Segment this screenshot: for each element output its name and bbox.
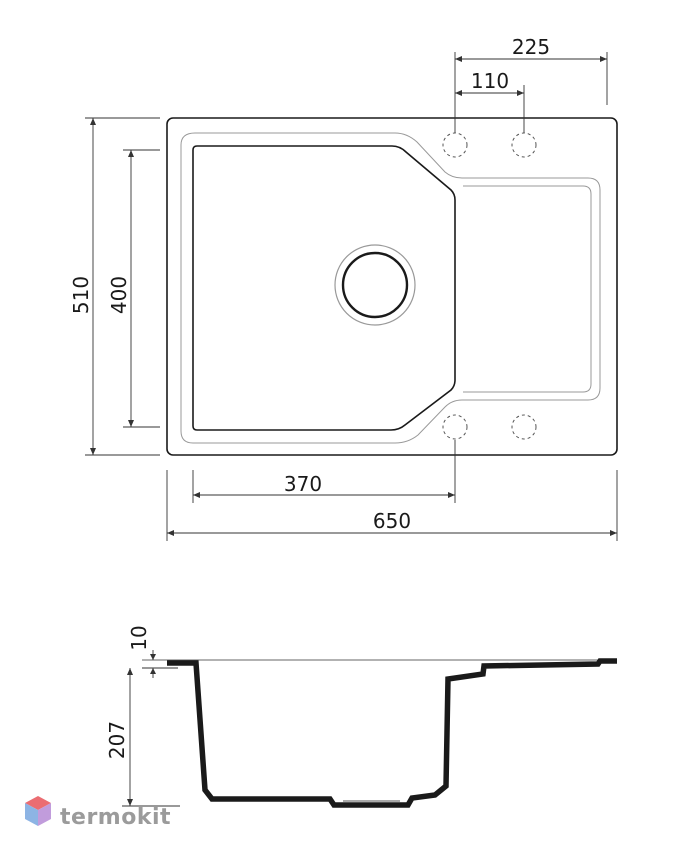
tap-hole-top-right: [511, 132, 537, 158]
drain-outer-ring: [334, 244, 416, 326]
dimension-label-225: 225: [512, 35, 550, 59]
termokit-watermark: termokit: [25, 796, 171, 830]
dimension-label-110: 110: [471, 69, 509, 93]
drain: [341, 251, 409, 319]
dimension-rim-thickness: [142, 650, 178, 678]
dimension-bowl-width: [192, 440, 456, 503]
dimension-label-650: 650: [373, 509, 411, 533]
bowl-outline: [192, 145, 456, 431]
tap-hole-bottom-left: [442, 414, 468, 440]
dimension-label-207: 207: [105, 721, 129, 759]
termokit-cube-logo: [25, 796, 51, 826]
dimension-label-510: 510: [69, 276, 93, 314]
tap-hole-bottom-right: [511, 414, 537, 440]
rim-outline: [180, 132, 601, 444]
dimension-overall-height: [85, 117, 160, 456]
sink-outline: [166, 117, 618, 456]
sink-profile: [167, 658, 617, 808]
dimension-tap-offset: [454, 52, 608, 133]
side-view: 10 207: [105, 625, 617, 808]
dimension-label-400: 400: [107, 276, 131, 314]
top-view: 225 110 510 400: [69, 35, 618, 541]
dimension-tap-spacing: [455, 85, 525, 133]
drainer-outline: [463, 185, 592, 393]
dimension-label-10: 10: [127, 625, 151, 650]
dimension-overall-width: [166, 470, 618, 541]
tap-hole-top-left: [442, 132, 468, 158]
dimension-bowl-height: [123, 149, 160, 428]
dimension-bowl-depth: [122, 668, 180, 807]
dimension-label-370: 370: [284, 472, 322, 496]
termokit-brand-text: termokit: [60, 805, 171, 830]
